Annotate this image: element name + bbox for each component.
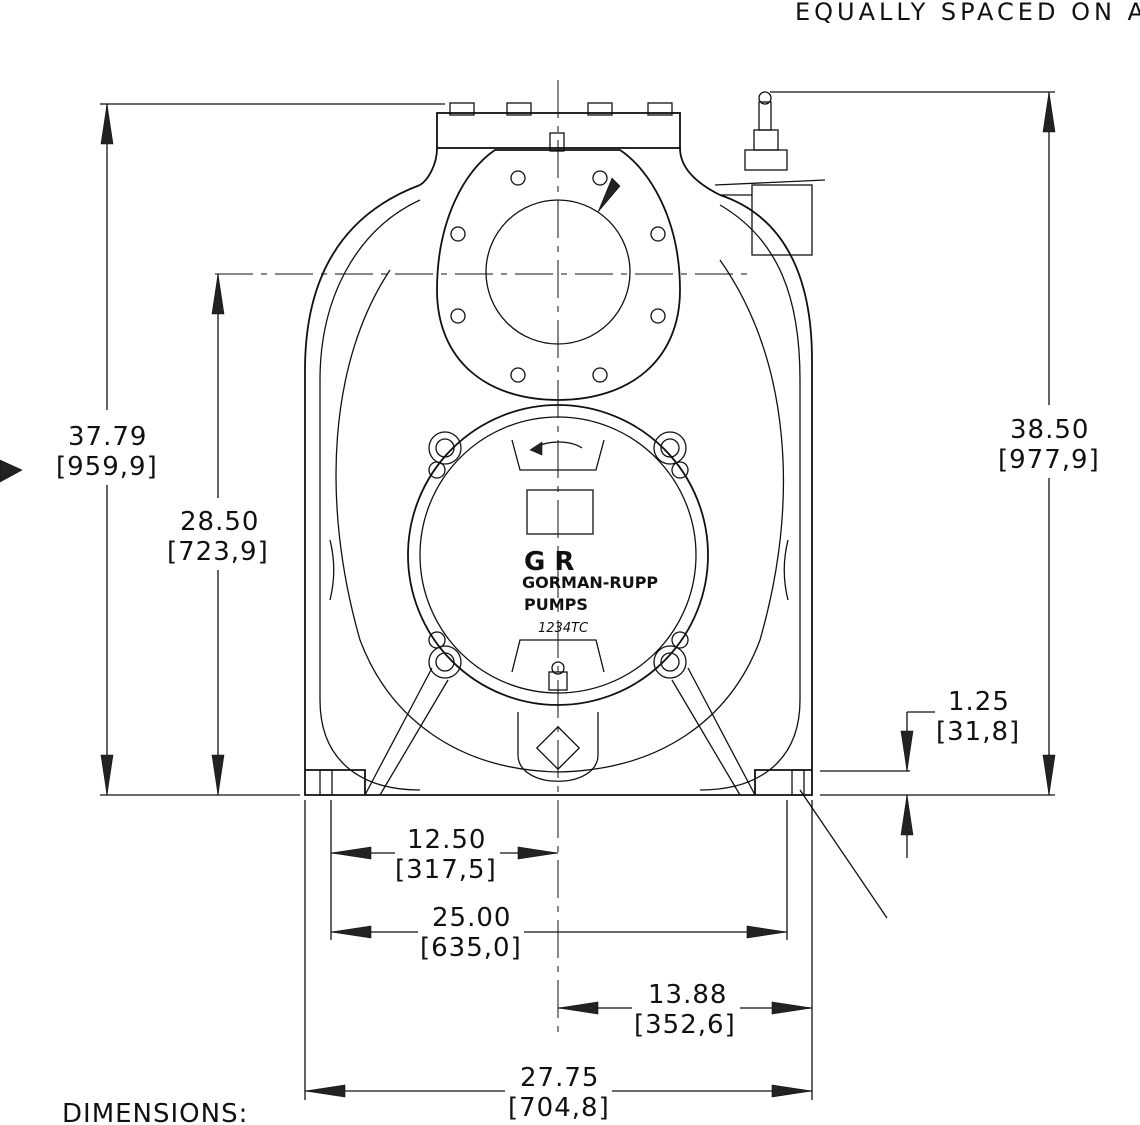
dimensions-label: DIMENSIONS: bbox=[62, 1099, 248, 1125]
top-bolts bbox=[449, 102, 673, 152]
overall-width-mm: [704,8] bbox=[508, 1093, 610, 1123]
dim-mount-spacing: 25.00 [635,0] bbox=[330, 903, 788, 963]
bottom-handle bbox=[511, 639, 605, 673]
overall-width-in: 27.75 bbox=[520, 1063, 599, 1093]
logo-mark: G R bbox=[524, 547, 574, 577]
dim-overall-width: 27.75 [704,8] bbox=[304, 1063, 813, 1123]
centerline-height-mm: [723,9] bbox=[167, 537, 269, 567]
dim-right-height: 38.50 [977,9] bbox=[998, 91, 1100, 796]
dim-overall-height: 37.79 [959,9] bbox=[56, 103, 158, 796]
half-mount-mm: [317,5] bbox=[395, 855, 497, 885]
logo-product: PUMPS bbox=[524, 595, 588, 614]
flange-bolt-holes bbox=[450, 170, 666, 383]
dim-half-mount: 12.50 [317,5] bbox=[330, 825, 559, 885]
section-marker-icon bbox=[0, 459, 23, 483]
center-to-right-mm: [352,6] bbox=[634, 1010, 736, 1040]
cover-plate: G R GORMAN-RUPP PUMPS 1234TC bbox=[407, 404, 709, 706]
half-mount-in: 12.50 bbox=[407, 825, 486, 855]
suction-flange bbox=[436, 149, 681, 401]
top-handle bbox=[511, 439, 605, 471]
overall-height-in: 37.79 bbox=[68, 422, 147, 452]
vent-valve bbox=[714, 91, 826, 256]
model-number: 1234TC bbox=[538, 621, 589, 636]
base-thickness-in: 1.25 bbox=[948, 687, 1010, 717]
lock-icon bbox=[548, 671, 568, 691]
suction-port bbox=[485, 199, 631, 345]
vent-knob-icon bbox=[758, 91, 772, 105]
dim-centerline-height: 28.50 [723,9] bbox=[167, 273, 269, 796]
leader-line bbox=[799, 789, 888, 919]
cover-lugs bbox=[428, 431, 689, 679]
top-cover-plate bbox=[436, 112, 681, 149]
right-height-in: 38.50 bbox=[1010, 415, 1089, 445]
logo-company: GORMAN-RUPP bbox=[522, 573, 658, 592]
mount-spacing-mm: [635,0] bbox=[420, 933, 522, 963]
center-to-right-in: 13.88 bbox=[648, 980, 727, 1010]
right-height-mm: [977,9] bbox=[998, 445, 1100, 475]
mount-spacing-in: 25.00 bbox=[432, 903, 511, 933]
dim-base-thickness: 1.25 [31,8] bbox=[900, 687, 1020, 858]
dim-center-to-right: 13.88 [352,6] bbox=[557, 980, 813, 1040]
flange-arrow-icon bbox=[597, 177, 621, 213]
spacing-note: EQUALLY SPACED ON A bbox=[795, 0, 1140, 26]
extension-lines bbox=[100, 91, 1055, 1100]
base-thickness-mm: [31,8] bbox=[936, 717, 1020, 747]
pump-body bbox=[304, 102, 813, 796]
centerline-height-in: 28.50 bbox=[180, 507, 259, 537]
overall-height-mm: [959,9] bbox=[56, 452, 158, 482]
drain-plug bbox=[535, 725, 581, 771]
name-plate bbox=[526, 489, 594, 535]
